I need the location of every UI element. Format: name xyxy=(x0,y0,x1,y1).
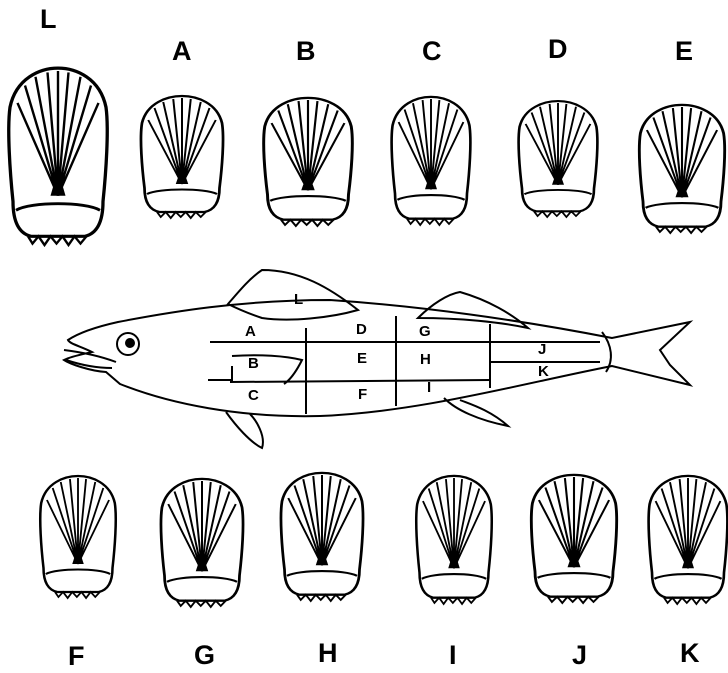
scale-label-A: A xyxy=(172,36,192,66)
scale-C xyxy=(392,97,471,225)
scale-J xyxy=(531,475,616,603)
scale-label-H: H xyxy=(318,638,338,668)
scale-label-F: F xyxy=(68,641,85,671)
region-label-K: K xyxy=(538,363,549,380)
fish-outline xyxy=(64,300,690,416)
scale-label-D: D xyxy=(548,34,568,64)
scale-label-I: I xyxy=(449,640,457,670)
region-label-D: D xyxy=(356,321,367,338)
scale-D xyxy=(519,101,598,217)
scale-label-G: G xyxy=(194,640,215,670)
region-label-A: A xyxy=(245,323,256,340)
region-label-C: C xyxy=(248,387,259,404)
region-label-I: I xyxy=(427,379,431,396)
scale-label-C: C xyxy=(422,36,442,66)
region-label-J: J xyxy=(538,341,546,358)
scale-A xyxy=(141,96,223,218)
scale-I xyxy=(416,476,492,604)
scale-label-E: E xyxy=(675,36,693,66)
scale-L xyxy=(9,68,107,245)
scale-K xyxy=(649,476,728,604)
region-label-H: H xyxy=(420,351,431,368)
fins xyxy=(226,270,528,448)
scale-E xyxy=(639,105,724,233)
scale-H xyxy=(281,473,363,601)
scale-G xyxy=(161,479,243,607)
scale-label-J: J xyxy=(572,640,587,670)
region-label-B: B xyxy=(248,355,259,372)
scale-label-K: K xyxy=(680,638,700,668)
scale-F xyxy=(40,476,116,598)
region-label-L: L xyxy=(294,291,303,308)
scale-label-B: B xyxy=(296,36,316,66)
region-label-E: E xyxy=(357,350,367,367)
scale-label-group: L A B C D E F G H I J K xyxy=(40,4,700,671)
region-label-G: G xyxy=(419,323,431,340)
scale-label-L: L xyxy=(40,4,57,34)
region-label-F: F xyxy=(358,386,367,403)
scale-B xyxy=(264,98,353,226)
